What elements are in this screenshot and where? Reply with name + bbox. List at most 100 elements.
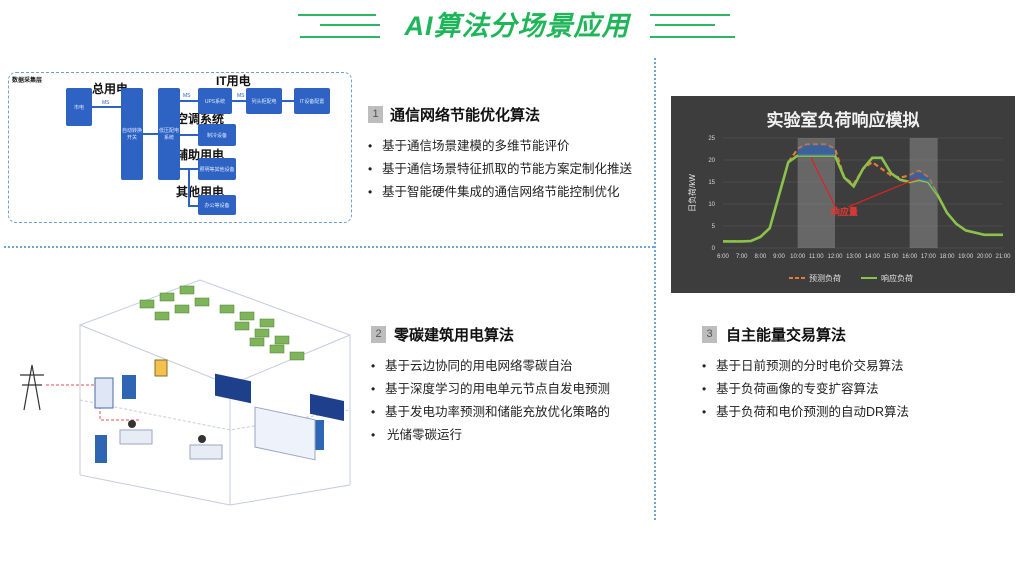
diagram-label-it: IT用电 [216, 74, 251, 88]
zero-carbon-building-illustration [20, 279, 352, 506]
section-1-title: 通信网络节能优化算法 [390, 107, 541, 124]
section-2-bullets: 基于云边协同的用电网络零碳自治 基于深度学习的用电单元节点自发电预测 基于发电功… [371, 355, 610, 447]
title-underline-left [300, 36, 380, 38]
title-underline-right [650, 36, 735, 38]
meter-box-icon [154, 359, 168, 377]
x-tick-label: 16:00 [902, 254, 918, 260]
vertical-divider [654, 58, 656, 520]
x-tick-label: 18:00 [939, 254, 955, 260]
y-tick-label: 5 [712, 224, 716, 230]
section-2-bullet: 基于发电功率预测和储能充放优化策略的 [371, 401, 610, 424]
annotation-arrow [848, 177, 920, 208]
y-tick-label: 10 [708, 202, 715, 208]
x-tick-label: 9:00 [773, 254, 785, 260]
y-tick-label: 25 [708, 136, 715, 142]
x-tick-label: 8:00 [754, 254, 766, 260]
x-tick-label: 19:00 [958, 254, 974, 260]
legend-label: 响应负荷 [881, 273, 913, 283]
connector [282, 100, 294, 102]
section-1-bullet: 基于通信场景建模的多维节能评价 [368, 135, 632, 158]
diagram-corner-label: 数据采集层 [12, 78, 43, 84]
horizontal-divider [4, 246, 654, 248]
section-2-number: 2 [371, 326, 386, 343]
solar-panels-icon [139, 285, 305, 361]
block-lv: 低压配电系统 [158, 88, 180, 180]
section-2-title: 零碳建筑用电算法 [394, 327, 515, 344]
x-tick-label: 10:00 [790, 254, 806, 260]
x-tick-label: 6:00 [717, 254, 729, 260]
response-amount-area [909, 171, 938, 196]
section-3-title: 自主能量交易算法 [726, 327, 847, 344]
block-pdu: 列头柜配电 [246, 88, 282, 114]
y-tick-label: 20 [708, 158, 715, 164]
load-response-chart: 实验室负荷响应模拟 0 5 10 15 20 25 6:00 7:00 8:00 9:00 10:0… [671, 96, 1015, 293]
battery-icon [122, 375, 136, 399]
title-decoration-right [650, 14, 730, 16]
block-cooling: 制冷设备 [198, 124, 236, 146]
title-decoration-left-2 [320, 24, 380, 26]
x-tick-label: 13:00 [846, 254, 862, 260]
diagram-label-ac: 空调系统 [176, 112, 225, 126]
x-tick-label: 17:00 [921, 254, 937, 260]
section-3-bullet: 基于日前预测的分时电价交易算法 [702, 355, 909, 378]
screen-icon-2 [310, 393, 344, 421]
section-2-bullet: 基于云边协同的用电网络零碳自治 [371, 355, 610, 378]
power-tower-icon [20, 364, 44, 411]
section-1-bullets: 基于通信场景建模的多维节能评价 基于通信场景特征抓取的节能方案定制化推送 基于智… [368, 135, 632, 204]
page-title: AI算法分场景应用 [404, 11, 630, 41]
section-1-bullet: 基于通信场景特征抓取的节能方案定制化推送 [368, 158, 632, 181]
diagram-label-total: 总用电 [92, 82, 129, 96]
x-tick-label: 15:00 [883, 254, 899, 260]
section-1-bullet: 基于智能硬件集成的通信网络节能控制优化 [368, 181, 632, 204]
connector [143, 133, 158, 135]
connector [232, 100, 246, 102]
response-amount-area [797, 144, 835, 156]
workstation-icon [119, 420, 153, 445]
connector [92, 106, 121, 108]
y-axis-label: 日负荷/kW [687, 174, 697, 212]
section-1-number: 1 [368, 106, 383, 123]
meter-label: MS [237, 93, 245, 99]
y-tick-label: 15 [708, 180, 715, 186]
section-2-bullet-continuation: 光储零碳运行 [371, 424, 610, 447]
x-tick-label: 20:00 [977, 254, 993, 260]
power-system-diagram [8, 72, 352, 223]
block-it-device: IT设备配置 [294, 88, 330, 114]
annotation-label: 响应量 [831, 206, 858, 217]
response-window [909, 138, 938, 248]
title-decoration-left [298, 14, 376, 16]
block-ats: 自动转换开关 [121, 88, 143, 180]
chart-title: 实验室负荷响应模拟 [766, 111, 920, 130]
section-3-number: 3 [702, 326, 717, 343]
block-lighting: 照明等其他设备 [198, 158, 236, 180]
x-tick-label: 11:00 [809, 254, 824, 260]
connector [180, 134, 198, 136]
title-decoration-right-2 [655, 24, 715, 26]
annotation-arrow [810, 157, 837, 210]
x-tick-label: 12:00 [827, 254, 843, 260]
section-3-bullet: 基于负荷画像的专变扩容算法 [702, 378, 909, 401]
section-2-bullet: 基于深度学习的用电单元节点自发电预测 [371, 378, 610, 401]
inverter-icon [94, 377, 114, 409]
section-3-bullet: 基于负荷和电价预测的自动DR算法 [702, 401, 909, 424]
block-ups: UPS系统 [198, 88, 232, 114]
x-tick-label: 7:00 [736, 254, 748, 260]
meter-label: MS [183, 93, 191, 99]
meter-label: MS [102, 100, 110, 106]
cabinet-icon [95, 435, 107, 463]
block-mains: 市电 [66, 88, 92, 126]
series-line [723, 154, 1003, 243]
connector [180, 100, 198, 102]
legend-label: 预测负荷 [809, 273, 841, 283]
x-tick-label: 14:00 [865, 254, 881, 260]
section-3-bullets: 基于日前预测的分时电价交易算法 基于负荷画像的专变扩容算法 基于负荷和电价预测的… [702, 355, 909, 424]
screen-icon [215, 373, 251, 404]
block-office: 办公等设备 [198, 195, 236, 215]
interior-room-icon [254, 406, 316, 461]
connector [188, 205, 198, 207]
workstation-icon-2 [189, 435, 223, 460]
connector [188, 168, 190, 205]
x-tick-label: 21:00 [995, 254, 1011, 260]
y-tick-label: 0 [712, 246, 716, 252]
